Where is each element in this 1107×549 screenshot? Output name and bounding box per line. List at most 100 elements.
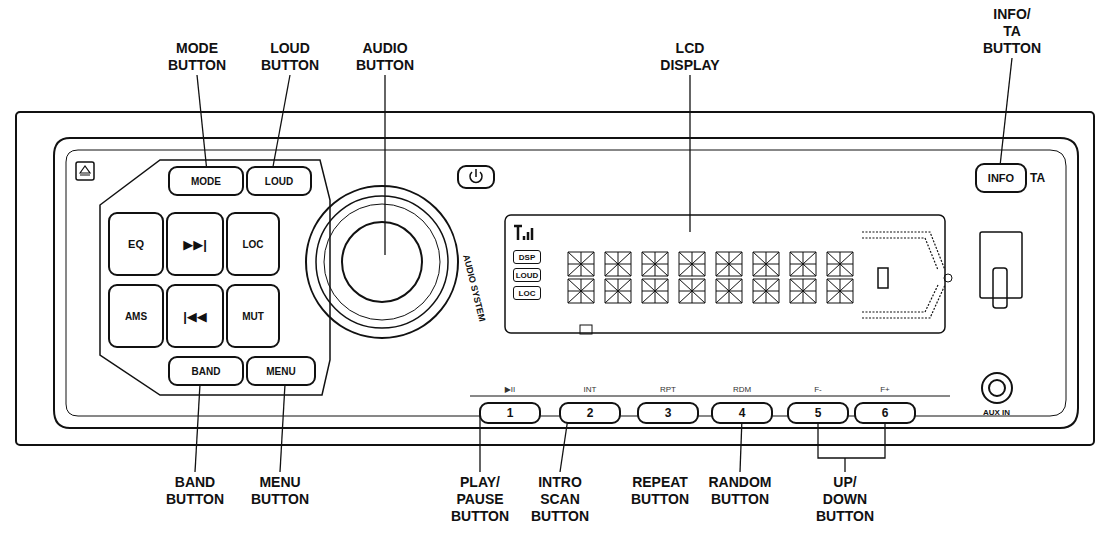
segment-cell [753,252,779,276]
callout-label: MENU BUTTON [220,474,340,508]
segment-cell [827,279,853,303]
button-cluster-outline [100,160,330,395]
segment-cell [642,252,668,276]
button-label: 5 [815,406,822,420]
segment-cell [790,279,816,303]
usb-slot [980,232,1022,298]
control-button: ▶II1 [479,402,541,424]
knob-ring [316,196,448,328]
button-label: LOC [242,239,263,250]
aux-jack-inner [989,380,1005,396]
callout-label: BAND BUTTON [135,474,255,508]
knob-bezel [306,186,458,338]
lcd-frame [505,215,945,333]
callout-label: INFO/ TA BUTTON [952,6,1072,57]
button-label: 6 [882,406,889,420]
indicator-box: LOC [513,286,541,300]
button-label: LOUD [516,271,539,280]
control-button: MENU [246,356,316,386]
control-button: BAND [168,356,244,386]
control-button: F+6 [854,402,916,424]
power-symbol [470,169,482,182]
control-button: INT2 [559,402,621,424]
button-label: LOC [519,289,536,298]
chassis-outline [16,112,1094,445]
segment-cell [568,279,594,303]
usb-cover [993,268,1007,308]
panel-text: TA [1030,171,1045,185]
button-caption: ▶II [481,385,539,394]
control-button: INFO [975,163,1027,193]
segment-cell [753,279,779,303]
button-label: EQ [128,238,144,250]
button-label: MENU [266,366,295,377]
control-button: RDM4 [711,402,773,424]
control-button: ▶▶| [166,212,224,276]
segment-cell [679,279,705,303]
small-digit [878,268,888,288]
button-caption: F- [789,385,847,394]
callout-label: REPEAT BUTTON [600,474,720,508]
eject-button [76,162,94,180]
control-button: EQ [108,212,164,276]
control-button: AMS [108,284,164,348]
segment-cell [716,252,742,276]
callout-label: MODE BUTTON [137,40,257,74]
button-caption: RPT [639,385,697,394]
knob-ring [324,204,440,320]
control-button: MODE [168,166,244,196]
control-button: |◀◀ [166,284,224,348]
button-label: AMS [125,311,147,322]
segment-cell [679,252,705,276]
segment-cell [716,279,742,303]
callout-label: LCD DISPLAY [630,40,750,74]
button-label: ▶▶| [183,237,207,252]
signal-icon [514,226,532,240]
callout-label: PLAY/ PAUSE BUTTON [420,474,540,525]
control-button: MUT [226,284,280,348]
callout-label: UP/ DOWN BUTTON [785,474,905,525]
button-label: INFO [988,172,1014,184]
segment-cell [642,279,668,303]
preset-strip [470,396,950,428]
aux-jack [982,373,1012,403]
button-label: 2 [587,406,594,420]
callout-label: INTRO SCAN BUTTON [500,474,620,525]
button-label: MUT [242,311,264,322]
panel-text: AUX IN [983,408,1010,417]
panel-text: AUDIO SYSTEM [461,254,487,323]
leader-lines [195,58,1012,472]
button-caption: F+ [856,385,914,394]
button-label: 1 [507,406,514,420]
button-label: LOUD [265,176,293,187]
segment-cell [827,252,853,276]
level-bars [862,232,945,318]
control-button: F-5 [787,402,849,424]
button-label: BAND [192,366,221,377]
indicator-box: DSP [513,250,541,264]
button-label: DSP [519,253,535,262]
small-icon [580,325,592,334]
button-label: 4 [739,406,746,420]
indicator-box: LOUD [513,268,541,282]
segment-cell [605,252,631,276]
callout-label: LOUD BUTTON [230,40,350,74]
knob-cap [342,222,422,302]
faceplate-outline [54,138,1078,428]
button-caption: RDM [713,385,771,394]
callout-label: RANDOM BUTTON [680,474,800,508]
control-button: LOUD [246,166,312,196]
segment-cell [568,252,594,276]
power-button [458,166,494,188]
control-button: LOC [226,212,280,276]
button-label: 3 [665,406,672,420]
segment-cell [605,279,631,303]
callout-label: AUDIO BUTTON [325,40,445,74]
faceplate-inner [66,150,1066,416]
level-dot [944,274,952,282]
segment-cell [790,252,816,276]
control-button: RPT3 [637,402,699,424]
segment-cells [568,252,853,303]
button-caption: INT [561,385,619,394]
